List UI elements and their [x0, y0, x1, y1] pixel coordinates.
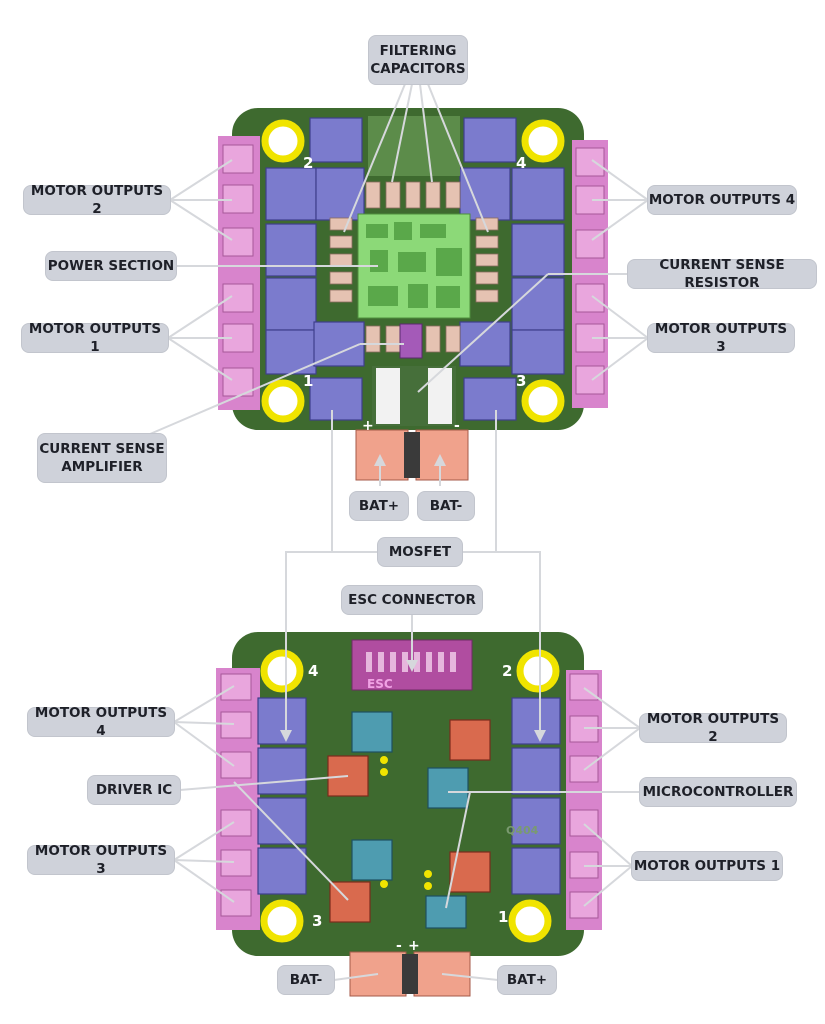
bottom-plus-mark: + — [408, 938, 420, 954]
bottom-corner-3: 3 — [312, 912, 322, 930]
top-corner-1: 1 — [303, 372, 313, 390]
top-bat-plus-pad — [355, 429, 409, 481]
mcu-chip-a — [351, 711, 393, 753]
top-left-pad-strip — [218, 136, 260, 410]
top-board: 1 2 3 4 + - — [218, 108, 608, 481]
label-motor-outputs-3-top: MOTOR OUTPUTS 3 — [648, 321, 794, 355]
label-bat-plus-bottom: BAT+ — [498, 966, 556, 994]
label-bat-minus-top: BAT- — [418, 492, 474, 520]
driver-chip-a — [449, 719, 491, 761]
label-mosfet: MOSFET — [378, 538, 462, 566]
label-driver-ic: DRIVER IC — [88, 776, 180, 804]
bottom-board: ESC 4 2 3 1 Q404 - + — [216, 632, 602, 997]
label-motor-outputs-4-bottom: MOTOR OUTPUTS 4 — [28, 705, 174, 739]
label-motor-outputs-4-top: MOTOR OUTPUTS 4 — [648, 186, 796, 214]
top-bat-minus-pad — [415, 429, 469, 481]
label-motor-outputs-3-bottom: MOTOR OUTPUTS 3 — [28, 843, 174, 877]
top-plus-mark: + — [362, 418, 374, 434]
label-motor-outputs-1-top: MOTOR OUTPUTS 1 — [22, 321, 168, 355]
label-bat-minus-bottom: BAT- — [278, 966, 334, 994]
leader-arrowheads — [280, 454, 546, 742]
leader-lines — [149, 83, 649, 981]
top-current-sense-amplifier — [399, 323, 423, 359]
label-microcontroller: MICROCONTROLLER — [640, 778, 796, 806]
label-bat-plus-top: BAT+ — [350, 492, 408, 520]
mcu-chip-d — [425, 895, 467, 929]
top-corner-3: 3 — [516, 372, 526, 390]
label-power-section: POWER SECTION — [46, 252, 176, 280]
bottom-esc-silk: ESC — [367, 677, 393, 691]
bottom-minus-mark: - — [396, 938, 402, 954]
label-current-sense-amplifier-line2: AMPLIFIER — [61, 459, 143, 475]
label-motor-outputs-2-top: MOTOR OUTPUTS 2 — [24, 183, 170, 217]
label-esc-connector: ESC CONNECTOR — [342, 586, 482, 614]
bottom-part-code: Q404 — [506, 824, 539, 837]
label-filtering-capacitors-line1: FILTERING — [379, 42, 457, 59]
bottom-corner-4: 4 — [308, 662, 318, 680]
mcu-chip-c — [351, 839, 393, 881]
label-motor-outputs-2-bottom: MOTOR OUTPUTS 2 — [640, 711, 786, 745]
bottom-right-pad-strip — [566, 670, 602, 930]
bottom-corner-2: 2 — [502, 662, 512, 680]
bottom-pcb — [232, 632, 584, 956]
label-filtering-capacitors: FILTERING CAPACITORS — [369, 36, 467, 84]
label-motor-outputs-1-bottom: MOTOR OUTPUTS 1 — [632, 852, 782, 880]
label-filtering-capacitors-line2: CAPACITORS — [370, 61, 466, 77]
top-corner-4: 4 — [516, 154, 526, 172]
top-upper-stripe — [368, 116, 460, 176]
label-current-sense-amplifier-line1: CURRENT SENSE — [39, 440, 165, 457]
mcu-chip-b — [427, 767, 469, 809]
top-minus-mark: - — [454, 418, 460, 434]
label-current-sense-resistor: CURRENT SENSE RESISTOR — [628, 257, 816, 291]
bottom-corner-1: 1 — [498, 908, 508, 926]
label-current-sense-amplifier: CURRENT SENSE AMPLIFIER — [38, 434, 166, 482]
top-corner-2: 2 — [303, 154, 313, 172]
